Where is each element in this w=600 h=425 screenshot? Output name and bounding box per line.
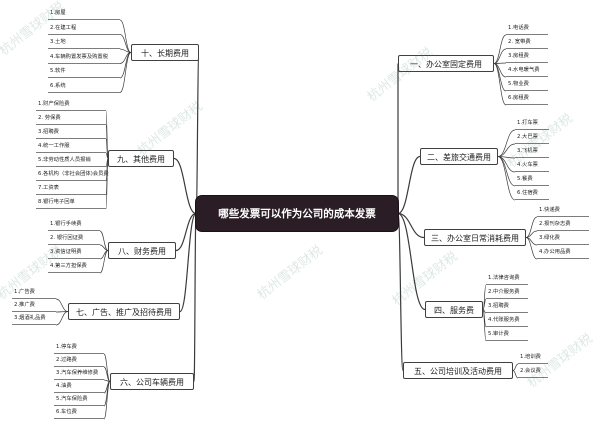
leaf-connector [525, 230, 538, 238]
leaf-connector [493, 34, 507, 64]
leaf-item: 5.物业费 [506, 78, 548, 91]
leaf-connector [497, 156, 516, 173]
leaf-item: 2. 劳保费 [36, 112, 106, 125]
leaf-item: 4.水电暖气费 [506, 64, 548, 77]
leaf-connector [119, 34, 132, 53]
leaf-item: 3.资信证明费 [48, 246, 100, 259]
leaf-item: 1.培训费 [518, 351, 548, 364]
leaf-item: 2.会议费 [518, 365, 548, 378]
branch-topic: 七、广告、推广及招待费用 [68, 303, 180, 320]
leaf-item: 6.各机构（非社会团体)会员费 [36, 168, 109, 181]
leaf-item: 3.房租费 [506, 50, 548, 63]
branch-connector [397, 212, 404, 372]
branch-connector [397, 155, 421, 215]
branch-topic: 四、服务费 [425, 301, 483, 318]
branch-topic: 六、公司车辆费用 [110, 373, 194, 390]
leaf-connector [525, 216, 538, 238]
leaf-item: 7.工资表 [36, 182, 106, 195]
branch-connector [195, 51, 200, 215]
central-topic: 哪些发票可以作为公司的成本发票 [196, 196, 398, 231]
branch-topic: 二、差旅交通费用 [420, 148, 498, 165]
leaf-item: 2.推广费 [12, 299, 56, 312]
leaf-item: 1.广告费 [12, 286, 56, 299]
leaf-connector [103, 366, 111, 382]
leaf-item: 1.法律咨询费 [486, 272, 528, 285]
leaf-item: 5.汽车保险费 [54, 393, 104, 406]
leaf-item: 2.大巴票 [515, 131, 549, 144]
leaf-item: 8.银行电子回单 [36, 196, 106, 209]
leaf-item: 5.非劳动性质人员报销 [36, 154, 106, 167]
leaf-item: 4.统一工作服 [36, 140, 106, 153]
leaf-item: 1.电话费 [506, 22, 548, 35]
branch-connector [397, 212, 426, 311]
leaf-item: 6.车位费 [54, 406, 104, 419]
leaf-item: 2.过路费 [54, 354, 104, 367]
leaf-item: 1.房屋 [48, 7, 120, 20]
leaf-item: 5.餐费 [515, 173, 549, 186]
branch-connector [193, 212, 197, 383]
leaf-connector [99, 250, 109, 274]
leaf-item: 2.报刊杂志费 [537, 218, 589, 231]
leaf-item: 3.飞机票 [515, 145, 549, 158]
leaf-item: 6.房租费 [506, 92, 548, 105]
leaf-connector [103, 381, 111, 420]
branch-topic: 九、其他费用 [108, 150, 174, 167]
leaf-connector [493, 48, 507, 64]
leaf-connector [119, 52, 132, 93]
leaf-item: 6.住宿费 [515, 187, 549, 200]
leaf-item: 4.油费 [54, 380, 104, 393]
leaf-item: 1.停车费 [54, 341, 104, 354]
branch-topic: 十、长期费用 [131, 44, 199, 61]
leaf-connector [55, 311, 69, 326]
leaf-item: 5.审计费 [486, 328, 528, 341]
leaf-connector [99, 230, 109, 251]
leaf-connector [512, 370, 519, 379]
leaf-item: 4.车辆购置发票及购置税 [48, 51, 120, 64]
leaf-connector [497, 143, 516, 157]
branch-topic: 三、办公室日常消耗费用 [424, 229, 526, 246]
leaf-item: 4.办公用品费 [537, 246, 589, 259]
leaf-item: 4.第三方担保费 [48, 260, 100, 273]
leaf-item: 2.在建工程 [48, 22, 120, 35]
leaf-connector [493, 63, 507, 92]
leaf-item: 5.软件 [48, 65, 120, 78]
leaf-item: 3.土地 [48, 36, 120, 49]
leaf-item: 6.系统 [48, 80, 120, 93]
branch-connector [179, 212, 197, 313]
leaf-item: 3.绿化费 [537, 232, 589, 245]
leaf-item: 2.中介服务费 [486, 286, 528, 299]
leaf-item: 1.财产保险费 [36, 98, 106, 111]
branch-topic: 五、公司培训及活动费用 [403, 362, 513, 379]
leaf-item: 3.招聘费 [486, 300, 528, 313]
branch-connector [175, 212, 197, 252]
leaf-item: 2. 宽带费 [506, 36, 548, 49]
leaf-connector [119, 19, 132, 53]
leaf-item: 2. 银行回证费 [48, 232, 100, 245]
leaf-item: 3.烟酒礼品费 [12, 312, 56, 325]
branch-connector [173, 157, 197, 215]
leaf-item: 1.银行手续费 [48, 218, 100, 231]
leaf-connector [525, 237, 538, 260]
leaf-item: 3.汽车保养维修费 [54, 367, 104, 380]
branch-topic: 一、办公室固定费用 [398, 55, 494, 72]
leaf-item: 4.代账服务费 [486, 314, 528, 327]
leaf-connector [482, 309, 487, 342]
leaf-connector [482, 298, 487, 310]
leaf-item: 1.快递费 [537, 204, 589, 217]
branch-topic: 八、财务费用 [108, 242, 176, 259]
branch-connector [397, 212, 425, 239]
leaf-connector [55, 298, 69, 312]
leaf-item: 3.招聘费 [36, 126, 106, 139]
leaf-connector [493, 63, 507, 106]
leaf-connector [497, 156, 516, 201]
leaf-connector [105, 158, 109, 210]
leaf-connector [497, 129, 516, 157]
leaf-item: 4.火车票 [515, 159, 549, 172]
leaf-item: 1.打车票 [515, 117, 549, 130]
